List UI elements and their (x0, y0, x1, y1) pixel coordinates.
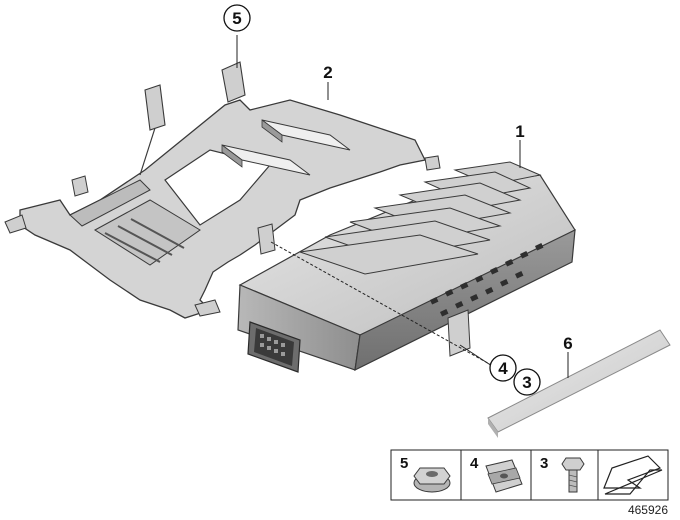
bracket-left-rib (69, 179, 151, 227)
amplifier-unit (237, 161, 576, 373)
legend-3-label: 3 (540, 455, 548, 472)
legend-4-label: 4 (470, 455, 479, 472)
callout-3: 3 (513, 368, 541, 396)
callout-4-label: 4 (498, 359, 508, 378)
amplifier-side (354, 228, 576, 372)
mounting-bracket (4, 61, 441, 319)
legend-5-label: 5 (400, 455, 408, 472)
callout-2-label: 2 (323, 63, 332, 82)
bracket-slots (94, 199, 201, 266)
bracket-left-upright (144, 84, 166, 131)
callout-5-top-label: 5 (232, 9, 241, 28)
nut-icon (413, 467, 451, 493)
bracket-upright-tab (221, 61, 246, 103)
callout-3-label: 3 (522, 373, 531, 392)
fastener-legend: 5 4 3 (390, 449, 669, 501)
amplifier-connector (247, 321, 301, 373)
screw-icon (561, 457, 585, 493)
callout-5-top: 5 (223, 4, 251, 32)
leader-lines (236, 35, 569, 378)
document-number: 465926 (628, 503, 668, 517)
callout-1-label: 1 (515, 122, 524, 141)
clip-nut-icon (485, 459, 523, 493)
direction-arrow-icon (603, 455, 663, 495)
heatsink-fins (299, 161, 542, 275)
callout-4: 4 (489, 354, 517, 382)
bracket-cutout (164, 149, 272, 226)
callout-6-label: 6 (563, 334, 572, 353)
vent-holes (430, 243, 544, 317)
